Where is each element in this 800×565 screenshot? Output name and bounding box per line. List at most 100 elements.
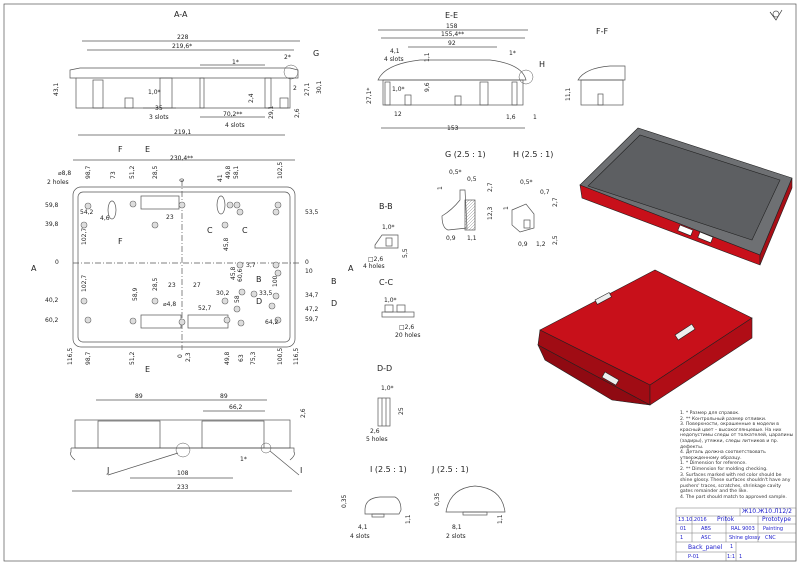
process: CNC [765, 535, 776, 541]
note-en: 3. Surfaces marked with red color should… [680, 472, 791, 495]
dim: 102,7 [81, 274, 88, 292]
dim: 45,8 [230, 266, 237, 280]
detail-h-title: H (2.5 : 1) [513, 150, 554, 159]
dim: 39,8 [45, 221, 59, 228]
note-en: 2. ** Dimension for molding checking. [680, 466, 768, 472]
dim: 1,2 [536, 241, 546, 248]
tb-cell: 1 [680, 535, 684, 541]
dim: 108 [177, 470, 189, 477]
dim: 0 [55, 259, 59, 266]
drawing-code: Ж10.Ж10.Л12/2 [742, 508, 792, 515]
dim: 89 [220, 393, 228, 400]
plan-bosses [80, 200, 282, 327]
dim: 219,1 [174, 129, 192, 136]
sheet-frame [3, 3, 797, 562]
dim: 2,6 [294, 108, 301, 118]
dim: ⌀4,8 [163, 301, 177, 308]
dim: 2 holes [47, 179, 69, 186]
detail-g-title: G (2.5 : 1) [445, 150, 486, 159]
dim: 92 [448, 40, 456, 47]
dim: 1 [533, 114, 537, 121]
dim: 116,5 [293, 347, 300, 365]
dim: 1 [503, 206, 510, 210]
dim: 2,7 [487, 182, 494, 192]
dim: 53,5 [305, 209, 319, 216]
dim: 5,5 [402, 248, 409, 258]
detail-j-title: J (2.5 : 1) [432, 465, 469, 474]
dim: 54,2 [80, 209, 94, 216]
dim: 1,0* [382, 224, 395, 231]
dim: 4,1 [358, 524, 368, 531]
dim: 4,6 [100, 215, 110, 222]
dim: 23 [166, 214, 174, 221]
surface: Shine glossy [729, 535, 761, 541]
section-marker: C [207, 226, 213, 235]
dim: 89 [135, 393, 143, 400]
section-dd-title: D-D [377, 364, 393, 373]
render-bottom-red [537, 269, 753, 406]
detail-g-h-outline [441, 189, 535, 233]
dim: 2,6 [300, 408, 307, 418]
dim: 2* [284, 54, 291, 61]
dim: 1,0* [148, 89, 161, 96]
dim: 5 holes [366, 436, 388, 443]
dim: 12 [394, 111, 402, 118]
dim: 2,7 [552, 197, 559, 207]
dim: 100,5 [277, 347, 284, 365]
dim: 49,8 [225, 165, 232, 179]
detail-marker-h: H [539, 60, 546, 69]
dim: 66,2 [229, 404, 243, 411]
bottom-view-outline [70, 399, 300, 492]
dim: 27 [193, 282, 201, 289]
company: Pritok [717, 516, 735, 523]
dim: 1,0* [392, 86, 405, 93]
dim: 70,2** [223, 111, 243, 118]
section-aa-outline [69, 40, 300, 136]
dim: 1* [232, 59, 239, 66]
plan-view-outline [72, 159, 300, 350]
dim: 153 [447, 125, 459, 132]
finish: Painting [763, 526, 784, 532]
note-en: 4. The part should match to approved sam… [680, 494, 787, 500]
material: ABS [701, 526, 711, 532]
dim: 51,2 [129, 165, 136, 179]
dim: 20 holes [395, 332, 421, 339]
dim: 58,1 [233, 165, 240, 179]
dim: 73 [110, 171, 117, 179]
dim: 60,6 [237, 268, 244, 282]
dim: 3,7 [246, 262, 256, 269]
note-ru: 2. ** Контрольный размер отливки. [680, 416, 767, 422]
dim: 9,6 [424, 82, 431, 92]
section-marker: A [348, 264, 354, 273]
dim: 102,5 [277, 161, 284, 179]
note-ru: 4. Деталь должна соответствовать утвержд… [680, 450, 766, 461]
dim: 233 [177, 484, 189, 491]
section-marker: D [331, 299, 338, 308]
dim: 2,4 [248, 93, 255, 103]
title-block-grid [675, 507, 797, 562]
dim: □2,6 [368, 256, 384, 263]
dim: 1,1 [405, 514, 412, 524]
section-marker: E [145, 365, 151, 374]
tb-cell: ASC [701, 535, 712, 541]
dim: 34,7 [305, 292, 319, 299]
section-aa-title: A-A [174, 10, 188, 19]
dim: 0,9 [518, 241, 528, 248]
small-sections-outline [374, 234, 415, 427]
part-number: P-01 [688, 554, 700, 560]
dim: 51,2 [129, 351, 136, 365]
stage: Prototype [762, 516, 791, 523]
dim: 45,8 [223, 237, 230, 251]
dim: 63 [238, 354, 245, 362]
dim: 0 [305, 259, 309, 266]
dim: 102,7 [81, 227, 88, 245]
note-ru: 1. * Размер для справок. [680, 411, 740, 416]
dim: 1* [509, 50, 516, 57]
dim: 2,5 [552, 235, 559, 245]
dim: 1,0* [384, 297, 397, 304]
dim: 58 [234, 295, 241, 303]
detail-i-title: I (2.5 : 1) [370, 465, 407, 474]
dim: 41 [217, 174, 224, 182]
dim: 64,2 [265, 319, 279, 326]
